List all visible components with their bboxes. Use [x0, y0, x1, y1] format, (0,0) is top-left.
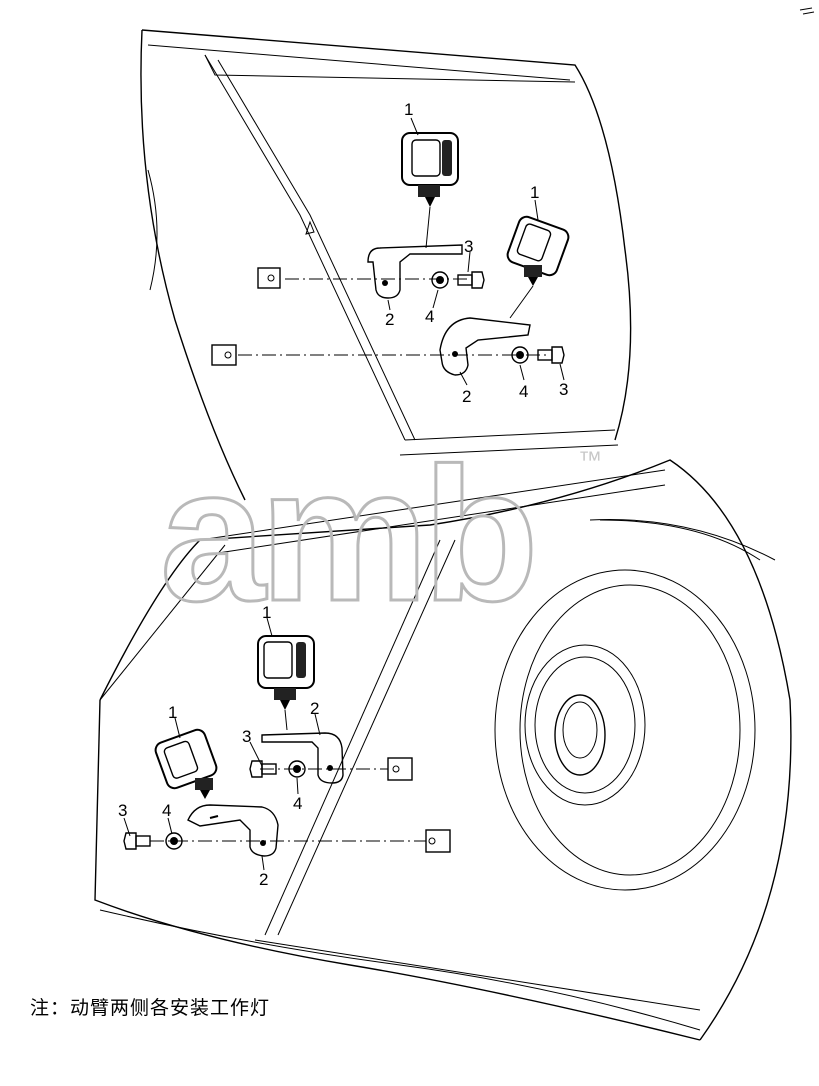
- watermark: amb ™: [159, 428, 603, 643]
- lower-nut-b: [425, 829, 451, 853]
- callout-lower-light-a: 1: [262, 603, 271, 622]
- callout-upper-bolt-b: 3: [559, 380, 568, 399]
- leader-lines: [123, 117, 565, 871]
- upper-boom-panel: [140, 29, 632, 501]
- upper-bracket-a: [367, 244, 463, 299]
- lower-bracket-a: [261, 732, 344, 784]
- upper-work-light-a: [401, 132, 459, 249]
- callout-lower-bolt-a: 3: [242, 727, 251, 746]
- callout-lower-bracket-a: 2: [310, 699, 319, 718]
- svg-text:amb: amb: [160, 429, 533, 641]
- callout-lower-bracket-b: 2: [259, 870, 268, 889]
- upper-work-light-b: [506, 215, 570, 319]
- upper-nut-a: [257, 267, 281, 289]
- lower-bracket-b: [187, 804, 279, 857]
- installation-note: 注：动臂两侧各安装工作灯: [30, 997, 271, 1019]
- upper-nut-b: [211, 344, 237, 366]
- lower-bolt-b: [123, 832, 151, 850]
- lower-work-light-a: [257, 635, 315, 731]
- callout-upper-light-b: 1: [530, 183, 539, 202]
- callout-lower-light-b: 1: [168, 703, 177, 722]
- callout-lower-washer-b: 4: [162, 801, 171, 820]
- lower-work-light-b: [154, 728, 218, 799]
- lower-boom-panel: [94, 459, 792, 1041]
- upper-washer-a: [431, 271, 449, 289]
- upper-bolt-b: [537, 346, 565, 364]
- callout-upper-bolt-a: 3: [464, 237, 473, 256]
- callout-upper-bracket-a: 2: [385, 310, 394, 329]
- svg-text:™: ™: [578, 447, 602, 474]
- callout-lower-washer-a: 4: [293, 794, 302, 813]
- upper-bolt-a: [457, 271, 485, 289]
- upper-bracket-b: [439, 317, 531, 376]
- callout-upper-washer-a: 4: [425, 307, 434, 326]
- callout-upper-light-a: 1: [404, 100, 413, 119]
- callout-lower-bolt-b: 3: [118, 801, 127, 820]
- lower-nut-a: [387, 757, 413, 781]
- corner-mark-icon: [799, 7, 815, 15]
- boom-pivot-hub: [494, 569, 756, 891]
- callout-upper-washer-b: 4: [519, 382, 528, 401]
- callout-upper-bracket-b: 2: [462, 387, 471, 406]
